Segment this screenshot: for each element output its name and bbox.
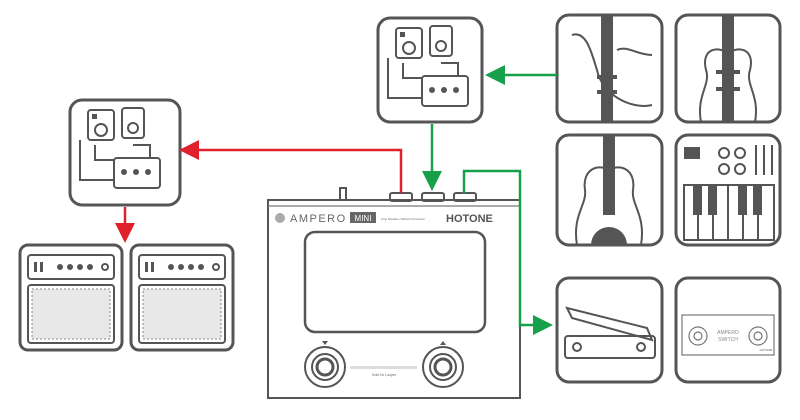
bass-guitar-icon bbox=[674, 13, 782, 124]
switch-brand: HOTONE bbox=[760, 348, 773, 352]
electric-guitar-icon bbox=[555, 13, 664, 124]
ampero-mini-unit: AMPERO MINI Amp Modeler / Effects Proces… bbox=[267, 187, 521, 399]
amplifier-right bbox=[129, 243, 235, 352]
device-brand: HOTONE bbox=[446, 213, 493, 225]
acoustic-guitar-icon bbox=[555, 133, 664, 247]
footswitch-right bbox=[422, 346, 464, 388]
keyboard-synth-icon bbox=[674, 133, 782, 247]
amplifier-left bbox=[18, 243, 124, 352]
footswitch-hint: Hold for Looper bbox=[372, 373, 397, 377]
switch-label-line1: AMPERO bbox=[717, 330, 739, 336]
expression-pedal-icon bbox=[555, 276, 664, 384]
switch-label-line2: SWITCH bbox=[718, 337, 738, 343]
device-screen bbox=[303, 230, 487, 334]
device-subtitle: Amp Modeler / Effects Processor bbox=[381, 217, 425, 221]
output-pedalboard bbox=[68, 98, 182, 207]
ampero-switch-icon: AMPERO SWITCH HOTONE bbox=[674, 276, 782, 384]
device-model: MINI bbox=[355, 214, 372, 223]
arrow-output-to-pedalboard bbox=[179, 140, 403, 193]
arrow-to-expression-pedal bbox=[462, 169, 553, 335]
device-logo: AMPERO bbox=[290, 213, 347, 225]
footswitch-left bbox=[304, 346, 346, 388]
input-pedalboard bbox=[376, 16, 484, 124]
